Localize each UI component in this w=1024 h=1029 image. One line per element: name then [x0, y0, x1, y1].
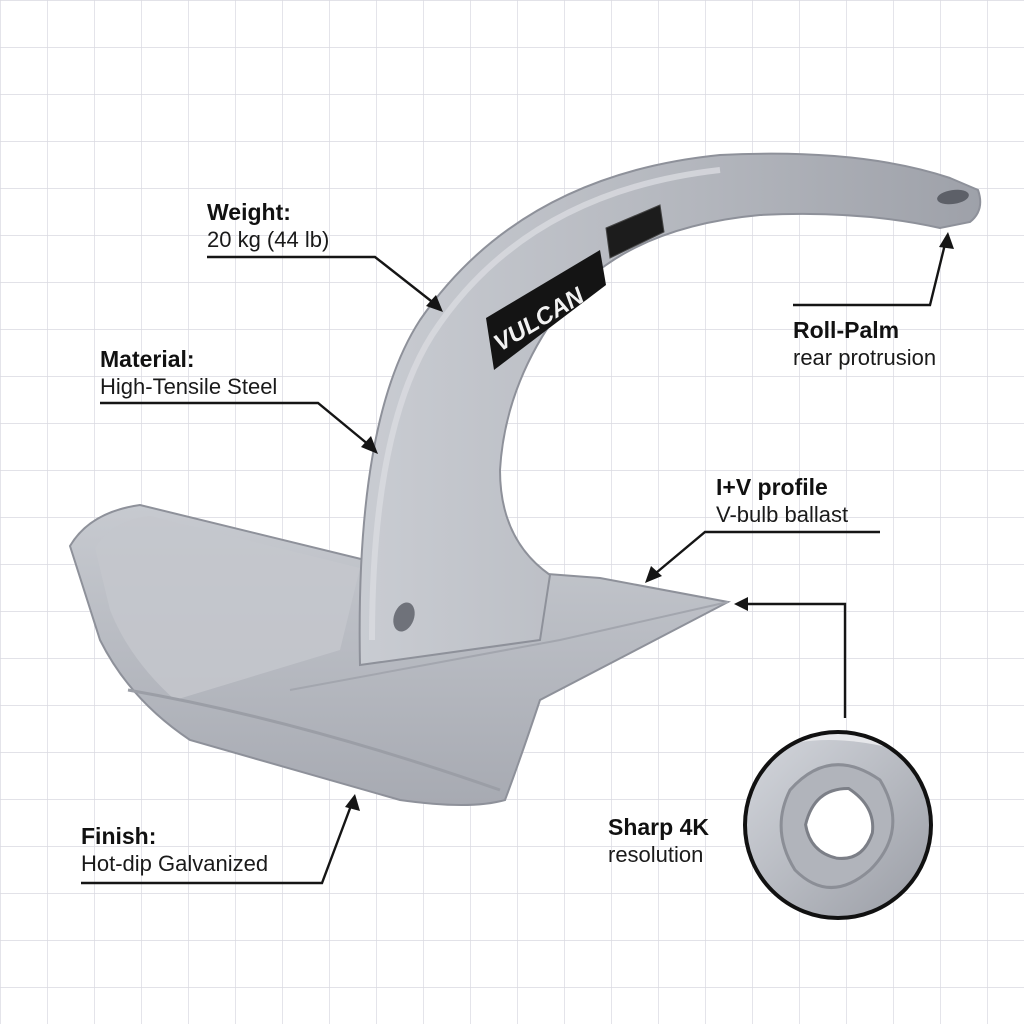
leader-lines [81, 239, 948, 885]
callout-profile-title: I+V profile [716, 474, 828, 500]
callout-weight-title: Weight: [207, 199, 291, 225]
callout-finish-value: Hot-dip Galvanized [81, 851, 269, 876]
leader-weight [207, 255, 441, 309]
callout-profile: I+V profile V-bulb ballast [716, 473, 848, 529]
callout-roll-palm-title: Roll-Palm [793, 317, 900, 343]
callout-sharp-value: resolution [608, 842, 704, 867]
leader-roll-palm [793, 239, 948, 307]
callout-roll-palm: Roll-Palm rear protrusion [793, 316, 936, 372]
callout-weight-value: 20 kg (44 lb) [207, 227, 330, 252]
callout-material-value: High-Tensile Steel [100, 374, 278, 399]
callout-material: Material: High-Tensile Steel [100, 345, 277, 401]
leader-arrowheads [345, 232, 954, 811]
leader-zoom [742, 602, 847, 718]
callout-finish-title: Finish: [81, 823, 157, 849]
callout-sharp-title: Sharp 4K [608, 814, 709, 840]
callout-material-title: Material: [100, 346, 195, 372]
zoom-inset-border [743, 730, 933, 920]
leader-material [100, 401, 376, 451]
callout-weight: Weight: 20 kg (44 lb) [207, 198, 329, 254]
leader-finish [81, 802, 354, 885]
callout-roll-palm-value: rear protrusion [793, 345, 937, 370]
brand-label-plate [486, 250, 606, 370]
callout-profile-value: V-bulb ballast [716, 502, 849, 527]
zoom-inset [743, 730, 933, 920]
leader-profile [649, 530, 880, 579]
callout-sharp: Sharp 4K resolution [608, 813, 709, 869]
callout-finish: Finish: Hot-dip Galvanized [81, 822, 268, 878]
